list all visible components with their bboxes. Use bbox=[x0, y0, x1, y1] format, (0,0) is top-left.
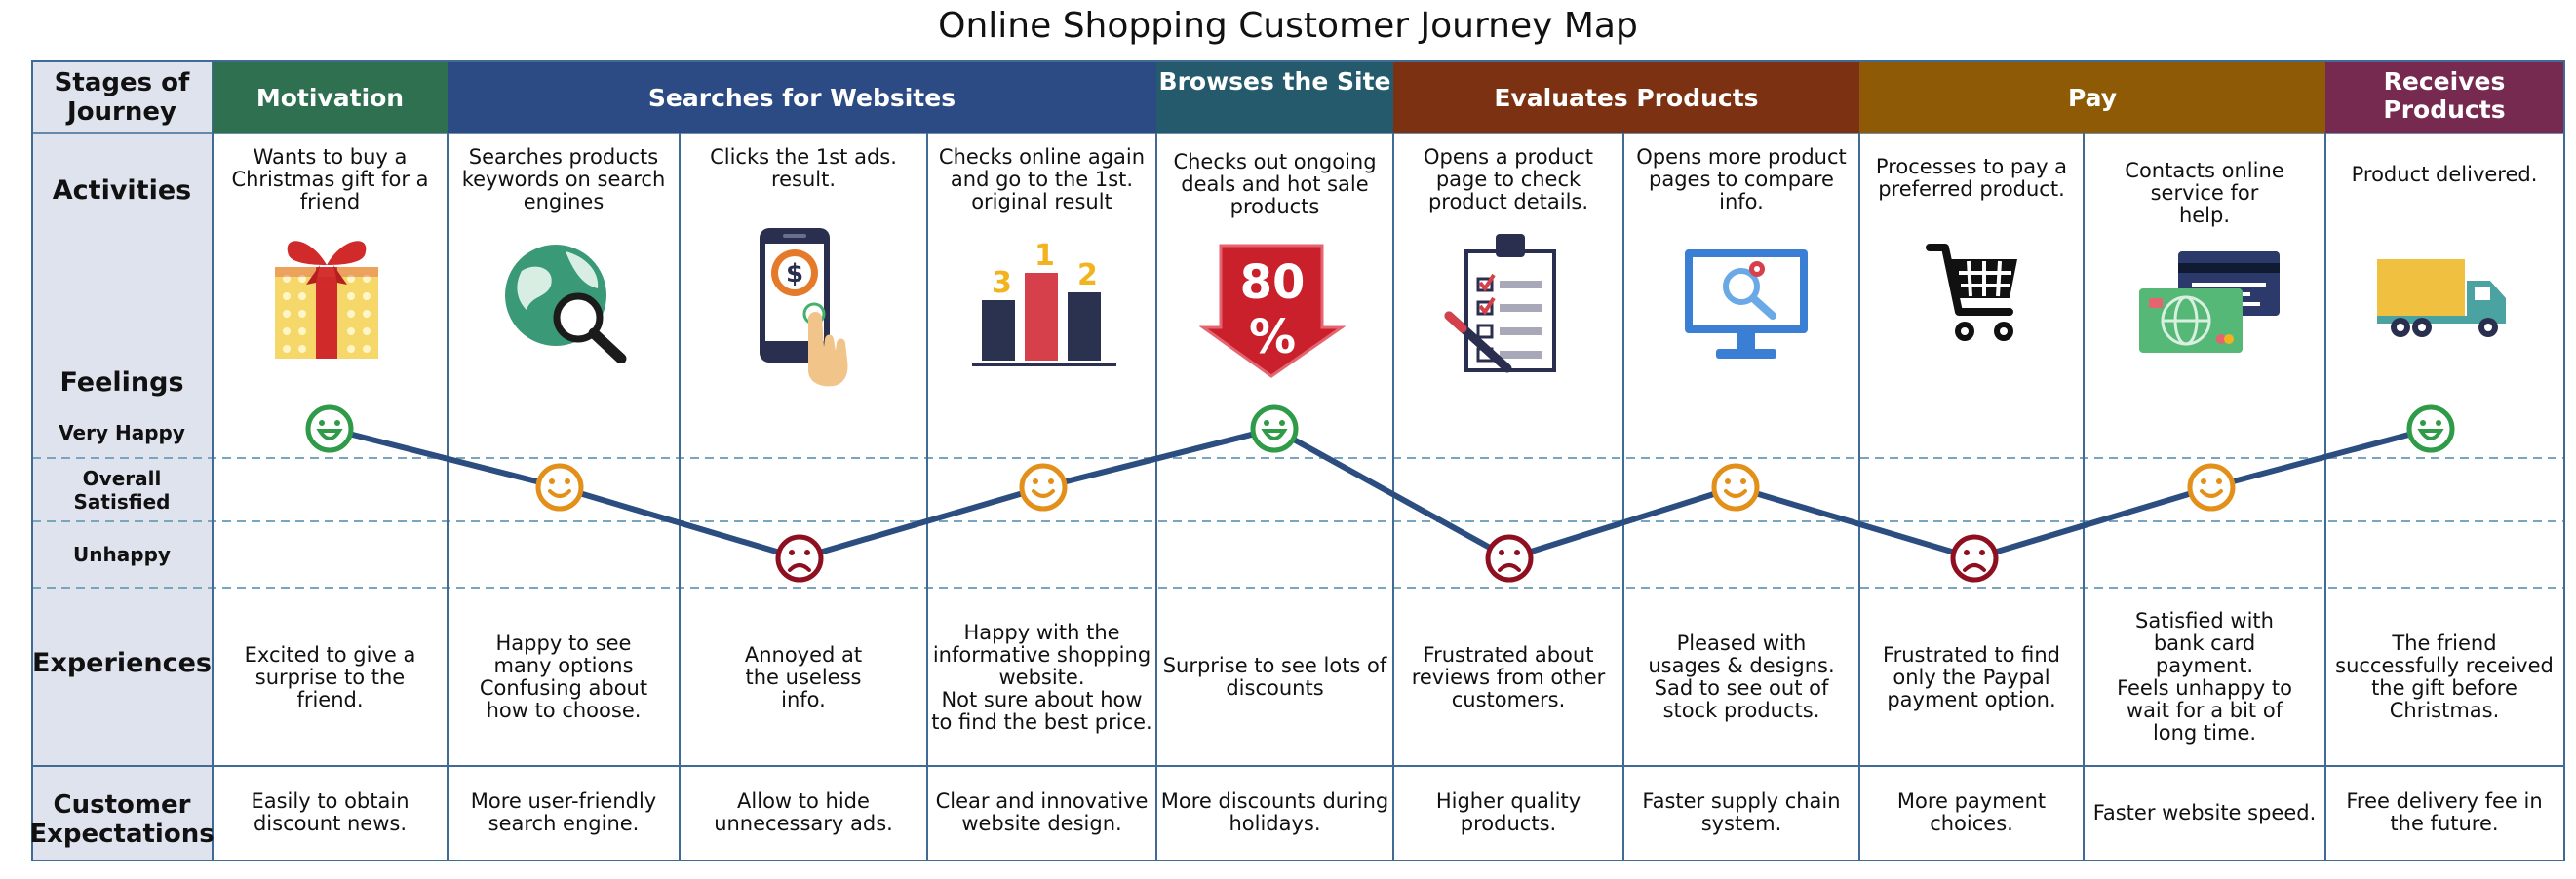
experience-2: Happy to see many options Confusing abou… bbox=[479, 631, 648, 722]
expectation-2: More user-friendly search engine. bbox=[470, 789, 657, 835]
row-label-unhappy: Unhappy bbox=[73, 543, 171, 566]
overall-satisfied-face-icon bbox=[535, 463, 584, 512]
activity-2: Searches products keywords on search eng… bbox=[461, 145, 666, 213]
mobile-payment-icon: $ bbox=[760, 228, 848, 387]
experience-4: Happy with the informative shopping webs… bbox=[931, 620, 1152, 734]
bank-cards-icon bbox=[2139, 251, 2280, 353]
stage-receives-products: Receives Products bbox=[2325, 62, 2563, 133]
activity-4: Checks online again and go to the 1st. o… bbox=[938, 145, 1146, 213]
expectation-5: More discounts during holidays. bbox=[1160, 789, 1389, 835]
experience-8: Frustrated to find only the Paypal payme… bbox=[1883, 642, 2060, 711]
discount-number: 80 bbox=[1240, 255, 1306, 310]
overall-satisfied-face-icon bbox=[1019, 463, 1068, 512]
expectation-9: Faster website speed. bbox=[2092, 800, 2317, 824]
stage-motivation: Motivation bbox=[213, 62, 448, 133]
expectation-3: Allow to hide unnecessary ads. bbox=[714, 789, 893, 835]
rank-number-3: 3 bbox=[992, 266, 1012, 300]
rank-number-2: 2 bbox=[1077, 258, 1098, 292]
emotion-faces bbox=[305, 404, 2455, 583]
activity-3: Clicks the 1st ads. result. bbox=[710, 145, 897, 191]
experience-9: Satisfied with bank card payment. Feels … bbox=[2117, 609, 2292, 745]
experience-6: Frustrated about reviews from other cust… bbox=[1411, 642, 1606, 711]
activity-6: Opens a product page to check product de… bbox=[1423, 145, 1594, 213]
stage-evaluates-products: Evaluates Products bbox=[1393, 62, 1859, 133]
column-dividers bbox=[212, 61, 2326, 860]
expectation-10: Free delivery fee in the future. bbox=[2346, 789, 2543, 835]
experience-10: The friend successfully received the gif… bbox=[2335, 631, 2554, 722]
unhappy-face-icon bbox=[775, 534, 824, 583]
globe-search-icon bbox=[505, 245, 627, 363]
unhappy-face-icon bbox=[1485, 534, 1534, 583]
row-label-experiences: Experiences bbox=[32, 647, 212, 678]
expectation-7: Faster supply chain system. bbox=[1642, 789, 1841, 835]
very-happy-face-icon bbox=[2406, 404, 2455, 453]
activity-9: Contacts online service for help. bbox=[2125, 159, 2284, 227]
shopping-cart-icon bbox=[1926, 244, 2017, 341]
expectation-4: Clear and innovative website design. bbox=[935, 789, 1149, 835]
overall-satisfied-face-icon bbox=[1711, 463, 1760, 512]
unhappy-face-icon bbox=[1950, 534, 1999, 583]
emotion-journey-line bbox=[329, 426, 2432, 561]
row-label-activities: Activities bbox=[52, 174, 192, 206]
gift-box-icon bbox=[275, 241, 378, 359]
rank-number-1: 1 bbox=[1034, 239, 1055, 273]
experience-1: Excited to give a surprise to the friend… bbox=[244, 642, 416, 711]
delivery-truck-icon bbox=[2377, 259, 2506, 337]
discount-percent: % bbox=[1249, 310, 1296, 364]
expectation-8: More payment choices. bbox=[1896, 789, 2047, 835]
activity-8: Processes to pay a preferred product. bbox=[1875, 155, 2068, 201]
experience-3: Annoyed at the useless info. bbox=[744, 642, 863, 711]
expectation-6: Higher quality products. bbox=[1435, 789, 1581, 835]
outer-border bbox=[31, 60, 2565, 861]
expectation-1: Easily to obtain discount news. bbox=[251, 789, 410, 835]
dollar-sign-glyph: $ bbox=[786, 259, 803, 288]
page-title: Online Shopping Customer Journey Map bbox=[938, 6, 1638, 46]
activity-7: Opens more product pages to compare info… bbox=[1636, 145, 1847, 213]
ranking-chart-icon: 3 1 2 bbox=[972, 239, 1116, 366]
row-label-customer-expectations: Customer Expectations bbox=[29, 790, 215, 849]
row-label-stages: Stages of Journey bbox=[54, 68, 190, 127]
stage-pay: Pay bbox=[1859, 62, 2325, 133]
label-column-background bbox=[32, 61, 212, 860]
stage-searches-for-websites: Searches for Websites bbox=[448, 62, 1156, 133]
activity-1: Wants to buy a Christmas gift for a frie… bbox=[231, 145, 429, 213]
row-label-overall-satisfied: Overall Satisfied bbox=[73, 467, 171, 514]
checklist-clipboard-icon bbox=[1444, 234, 1556, 373]
activity-10: Product delivered. bbox=[2351, 163, 2538, 186]
activity-5: Checks out ongoing deals and hot sale pr… bbox=[1173, 150, 1377, 218]
experience-7: Pleased with usages & designs. Sad to se… bbox=[1648, 631, 1835, 722]
row-label-feelings: Feelings bbox=[59, 366, 184, 398]
discount-tag-icon: 80 % bbox=[1199, 244, 1346, 378]
very-happy-face-icon bbox=[1250, 404, 1299, 453]
very-happy-face-icon bbox=[305, 404, 354, 453]
overall-satisfied-face-icon bbox=[2187, 463, 2236, 512]
stage-browses-the-site: Browses the Site bbox=[1156, 62, 1393, 133]
monitor-search-icon bbox=[1685, 249, 1808, 359]
experience-5: Surprise to see lots of discounts bbox=[1162, 654, 1387, 700]
row-label-very-happy: Very Happy bbox=[59, 421, 185, 444]
